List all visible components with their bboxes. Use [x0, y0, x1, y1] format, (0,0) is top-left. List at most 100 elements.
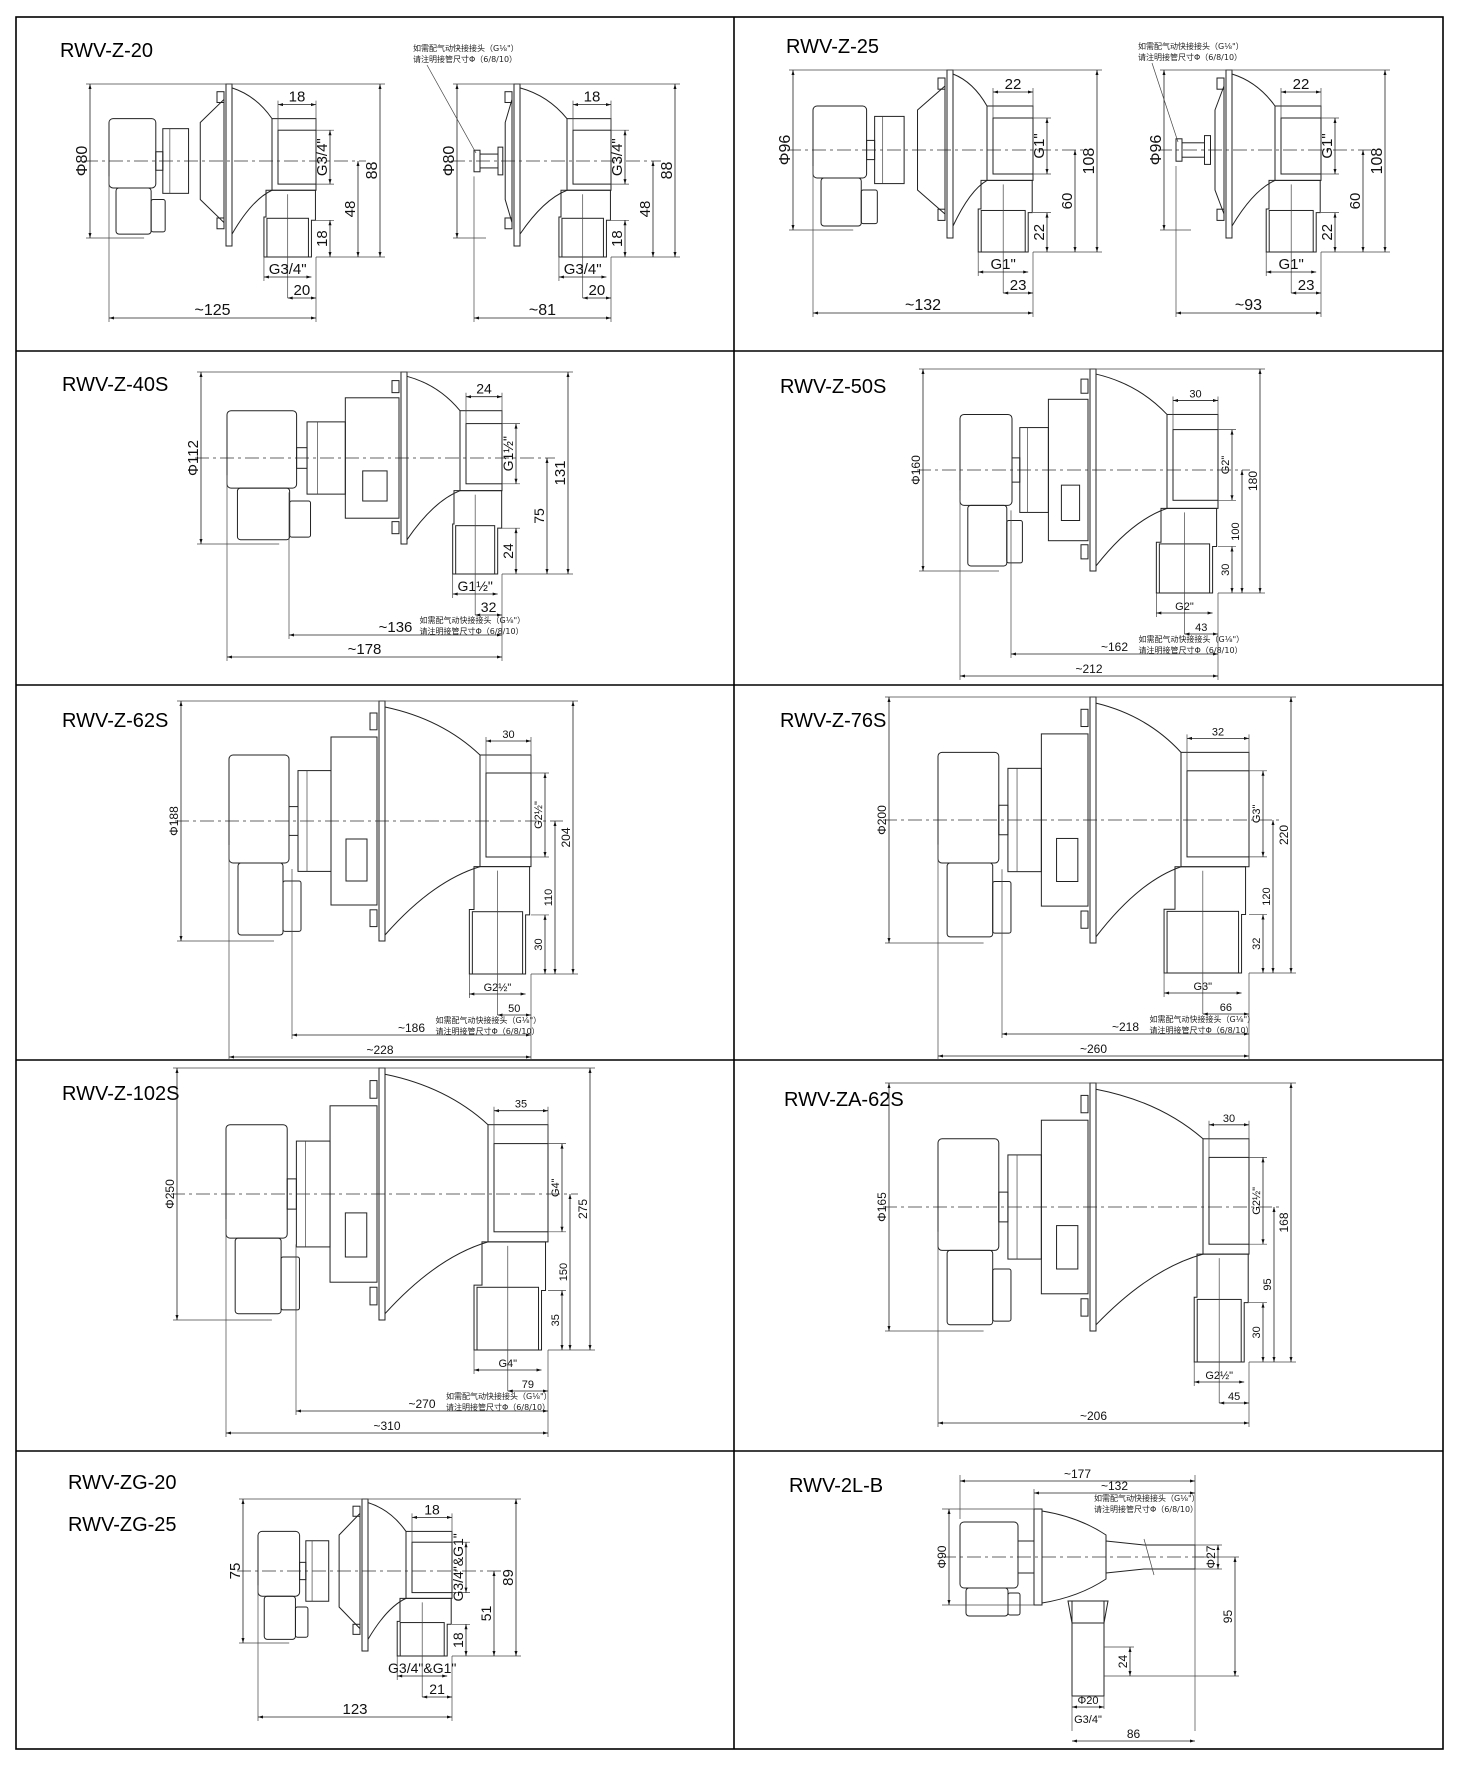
inlet-thread-label: G3/4"&G1": [388, 1660, 456, 1676]
solenoid-coil: [959, 413, 1013, 506]
bolt-head: [1080, 378, 1089, 394]
inlet-depth-label: 18: [609, 230, 626, 247]
outlet-housing: [566, 118, 612, 191]
centerline-height-label: 48: [637, 201, 654, 218]
bolt-head: [352, 1505, 361, 1517]
panel-6: RWV-Z-102SΦ25035G4"35150275G4"79~270如需配气…: [62, 1067, 595, 1437]
pilot-width-label: ~218: [1112, 1020, 1139, 1034]
bonnet: [1047, 398, 1089, 542]
inlet-thread-label: G2½": [1205, 1370, 1233, 1382]
cable-gland: [860, 189, 878, 225]
inlet-offset-label: 20: [294, 282, 311, 299]
inlet-depth-label: 22: [1319, 224, 1336, 241]
outlet-port: [992, 117, 1034, 175]
model-title: RWV-ZA-62S: [784, 1089, 904, 1111]
model-title: RWV-Z-20: [60, 40, 153, 62]
connector-plug: [237, 862, 284, 936]
outlet-port: [465, 423, 503, 485]
overall-height-label: 131: [552, 460, 569, 485]
exhaust-port: [345, 838, 368, 882]
pilot-width-label: ~186: [398, 1021, 425, 1035]
overall-height-label: 275: [576, 1199, 590, 1219]
overall-height-label: 108: [1081, 148, 1098, 175]
outlet-depth-label: 30: [502, 729, 514, 741]
inlet-thread-label: G3/4": [1074, 1714, 1102, 1726]
overall-height-label: 220: [1277, 825, 1291, 845]
outlet-housing: [1274, 105, 1322, 181]
exhaust-port: [1060, 484, 1081, 521]
body-width-label: ~132: [1101, 1479, 1128, 1493]
outlet-housing: [986, 105, 1034, 181]
connector-plug: [946, 1249, 994, 1326]
quick-connector-note: 如需配气动快接接头（G⅛"）: [436, 1015, 542, 1025]
inlet-offset-label: 66: [1220, 1002, 1232, 1014]
diameter-label: 75: [227, 1563, 244, 1580]
overall-width-label: ~206: [1080, 1409, 1107, 1423]
inlet-depth-label: 18: [450, 1632, 466, 1648]
centerline-height-label: 150: [558, 1263, 570, 1281]
inlet-housing: [558, 189, 611, 258]
inlet-depth-label: 30: [533, 938, 545, 950]
inlet-depth-label: 24: [1116, 1655, 1130, 1669]
centerline-height-label: 60: [1347, 193, 1364, 210]
outlet-port: [1172, 429, 1219, 501]
connector-plug: [263, 1595, 296, 1640]
cable-gland: [294, 1606, 309, 1638]
outlet-housing: [1202, 1138, 1250, 1255]
bolt-head: [369, 712, 378, 731]
outlet-port: [493, 1143, 549, 1233]
outlet-port: [1280, 117, 1322, 175]
inlet-depth-label: 35: [550, 1314, 562, 1326]
inlet-housing: [452, 490, 503, 575]
outlet-housing: [1180, 751, 1250, 868]
pilot-width-label: ~162: [1101, 640, 1128, 654]
inlet-offset-label: 32: [481, 599, 497, 615]
diameter-label: Φ165: [875, 1192, 889, 1222]
panel-0: RWV-Z-20Φ8018G3/4"184888G3/4"20~125Φ8018…: [60, 40, 680, 322]
outlet-thread-label: G2½": [1251, 1187, 1263, 1215]
valve-view: Φ8018G3/4"184888G3/4"20~81如需配气动快接接头（G⅛"）…: [413, 43, 680, 322]
diameter-label: Φ160: [909, 455, 923, 485]
tube-joint: [1143, 1538, 1155, 1576]
diameter-label: Φ90: [935, 1545, 949, 1568]
inlet-thread-label: G3/4": [564, 261, 602, 278]
inlet-depth-label: 32: [1251, 938, 1263, 950]
diameter-label: Φ80: [74, 146, 91, 177]
overall-height-label: 180: [1246, 471, 1260, 491]
inlet-offset-label: 43: [1195, 622, 1207, 634]
connector-plug: [115, 187, 152, 235]
bolt-head: [391, 521, 400, 535]
quick-connector-note: 如需配气动快接接头（G⅛"）: [446, 1391, 552, 1401]
bolt-head: [504, 217, 513, 230]
valve-view: Φ25035G4"35150275G4"79~270如需配气动快接接头（G⅛"）…: [163, 1067, 595, 1437]
inlet-thread-label: G4": [498, 1358, 517, 1370]
cable-gland: [992, 1268, 1012, 1322]
cable-gland: [280, 1256, 300, 1311]
exhaust-port: [362, 470, 388, 502]
panel-8: RWV-ZG-20RWV-ZG-257518G3/4"&G1"185189G3/…: [68, 1472, 521, 1721]
model-title: RWV-Z-76S: [780, 710, 886, 732]
bolt-head: [1080, 1298, 1089, 1317]
inlet-diameter-label: Φ20: [1077, 1695, 1098, 1707]
outlet-port: [1208, 1156, 1250, 1245]
outlet-thread-label: G1": [1031, 133, 1048, 158]
sheet-border: [15, 16, 1444, 1750]
quick-connector-note: 如需配气动快接接头（G⅛"）: [1150, 1014, 1256, 1024]
model-title-2: RWV-ZG-25: [68, 1514, 177, 1536]
bolt-head: [216, 217, 225, 230]
centerline-height-label: 51: [478, 1606, 494, 1622]
diameter-label: Φ200: [875, 805, 889, 835]
overall-width-label: 123: [342, 1701, 367, 1718]
cable-gland: [1007, 1592, 1021, 1616]
outlet-port: [1186, 770, 1250, 858]
pipe-size-note: 请注明接管尺寸Φ（6/8/10）: [436, 1026, 540, 1036]
valve-view: Φ16030G2"30100180G2"43~162如需配气动快接接头（G⅛"）…: [909, 368, 1265, 680]
overall-width-label: ~125: [194, 302, 230, 319]
inlet-offset-label: 45: [1228, 1391, 1240, 1403]
overall-height-label: 204: [559, 827, 573, 847]
inlet-offset-label: 23: [1298, 277, 1315, 294]
solenoid-coil: [228, 754, 290, 864]
